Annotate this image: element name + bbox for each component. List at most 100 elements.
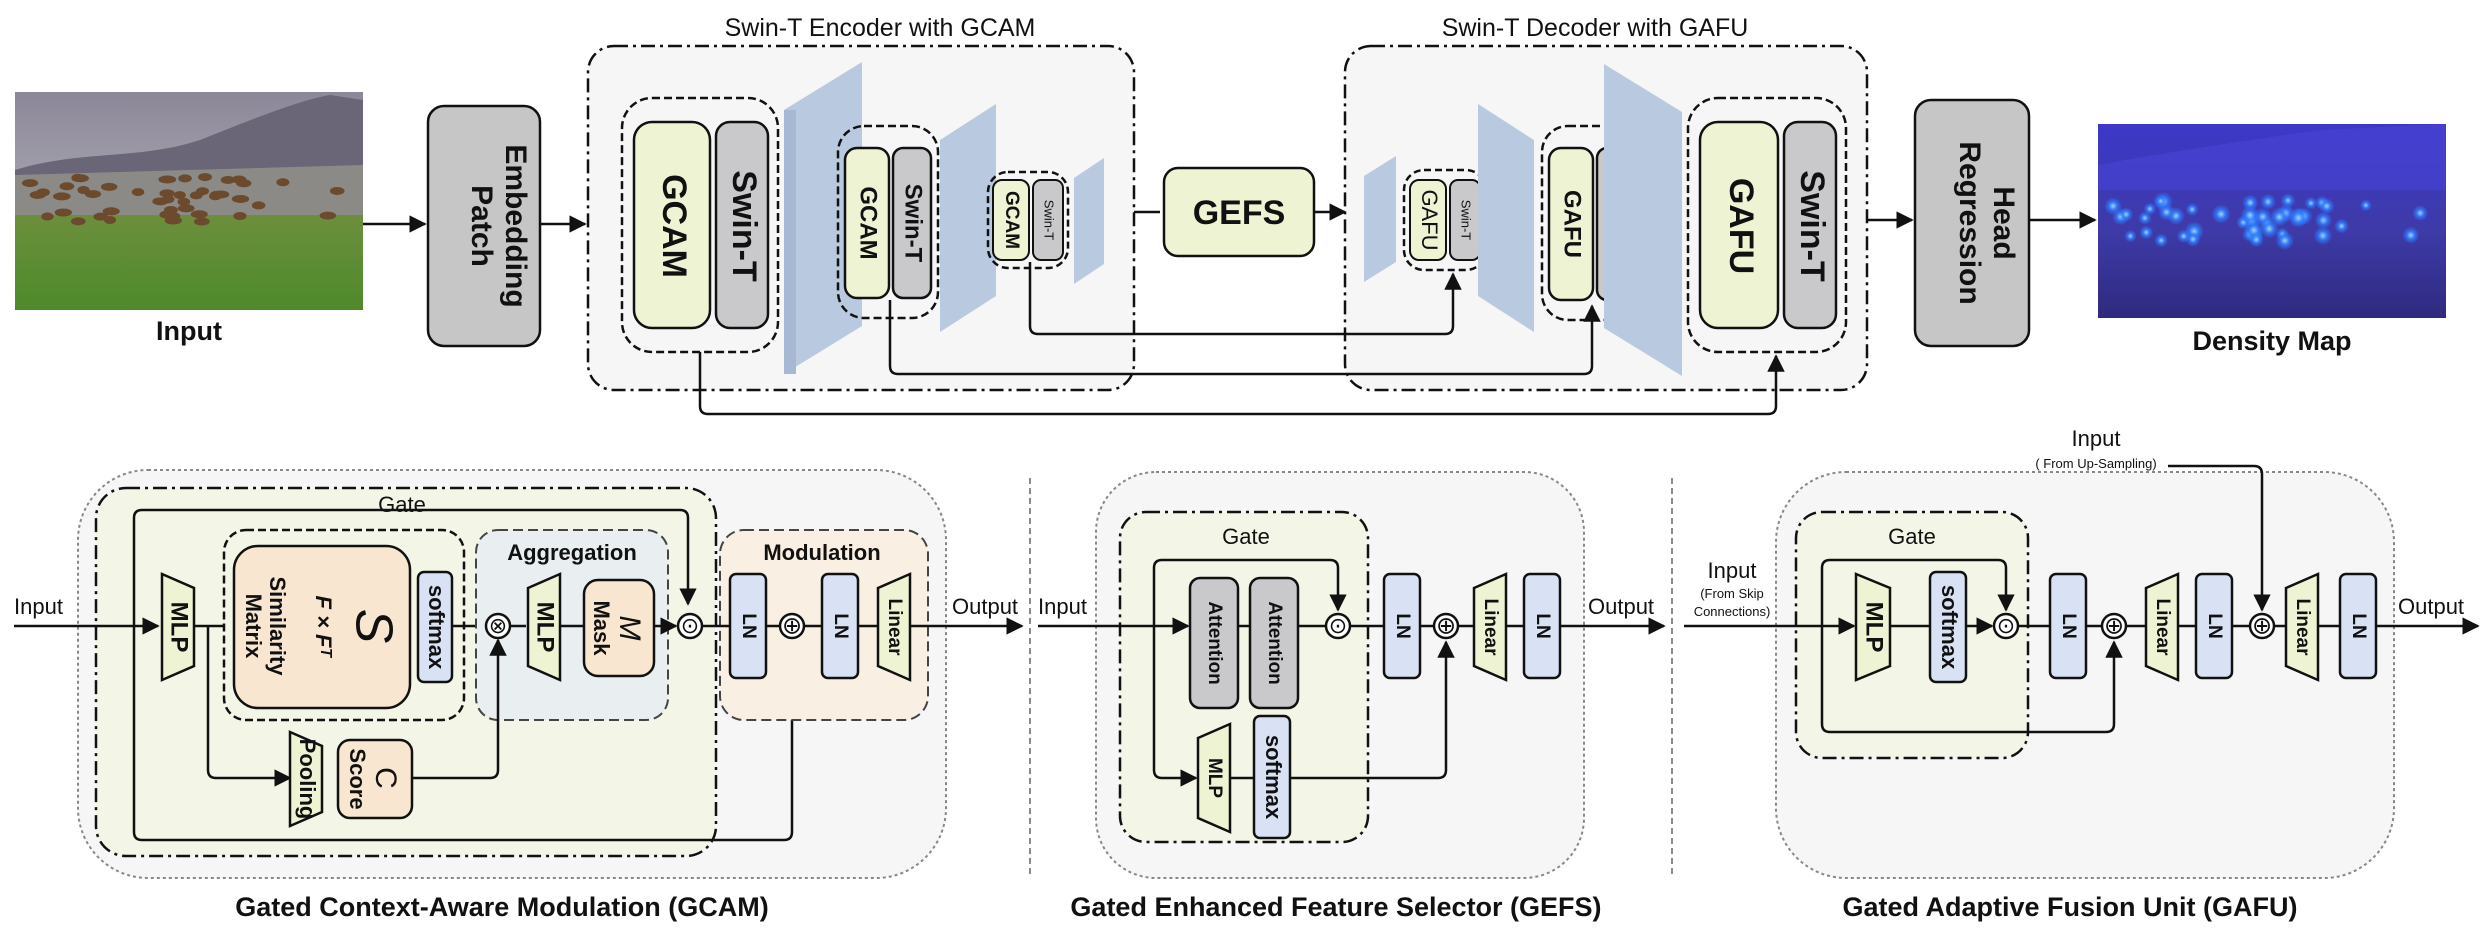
deer-silhouette [102,207,120,216]
decoder-swin-1: Swin-T [1793,170,1831,282]
deer-silhouette [231,194,250,203]
gefs-input-label: Input [1038,594,1087,619]
deer-silhouette [158,175,177,184]
density-hotspot [2318,198,2335,215]
gcam-gate-label: Gate [378,492,426,517]
gefs-attention-2: Attention [1264,601,1285,684]
encoder-panel: Swin-T Encoder with GCAM GCAM Swin-T GCA… [586,14,1136,392]
decoder-swin-3: Swin-T [1459,200,1474,241]
gcam-s-symbol: S [344,609,402,644]
deer-silhouette [52,192,71,201]
gcam-linear: Linear [884,598,905,656]
gefs-mlp: MLP [1204,758,1225,798]
gefs-attention-1: Attention [1204,601,1225,684]
gcam-oplus: ⊕ [782,612,802,639]
density-hotspot [2260,193,2276,210]
deer-silhouette [54,208,72,217]
gefs-output-label: Output [1588,594,1654,619]
density-hotspot [2242,194,2259,211]
gcam-aggregation-label: Aggregation [507,540,637,565]
density-hotspot [2185,231,2201,247]
density-hotspot [2334,218,2350,234]
gcam-otimes: ⊗ [489,613,507,638]
density-hotspot [2412,205,2429,222]
gafu-input-note-2: Connections) [1694,604,1771,619]
deer-silhouette [319,211,337,220]
gcam-output-label: Output [952,594,1018,619]
gcam-ln-2: LN [830,613,851,638]
density-hotspot [2288,207,2309,228]
gafu-softmax: softmax [1937,585,1962,670]
gcam-caption: Gated Context-Aware Modulation (GCAM) [235,892,769,922]
gafu-input-note-1: (From Skip [1700,586,1764,601]
deer-silhouette [41,212,54,221]
gefs-softmax: softmax [1261,735,1286,820]
density-hotspot [2124,229,2137,243]
gcam-mask-symbol: M [613,616,646,641]
deer-silhouette [276,178,290,187]
deer-silhouette [77,185,90,194]
gcam-pooling: Pooling [295,739,320,820]
density-hotspot [2118,207,2134,222]
deer-silhouette [100,182,118,191]
density-hotspot [2185,202,2199,216]
deer-silhouette [173,191,186,200]
density-hotspot [2259,219,2279,239]
gcam-modulation-label: Modulation [763,540,880,565]
density-hotspot [2280,193,2296,209]
gcam-formula: F × Fᵀ [311,595,336,658]
gafu-top-input-note: ( From Up-Sampling) [2035,456,2156,471]
decoder-title: Swin-T Decoder with GAFU [1442,14,1749,42]
gefs-linear: Linear [1480,598,1501,656]
density-hotspot [2402,226,2420,244]
density-hotspot [2240,205,2260,225]
gefs-top-label: GEFS [1193,194,1286,232]
density-hotspot [2143,202,2157,216]
patch-embedding-line1: Patch [465,185,498,267]
deer-silhouette [70,217,86,226]
gafu-odot: ⊙ [1997,613,2015,638]
deer-silhouette [71,173,84,182]
encoder-gcam-1: GCAM [655,174,693,278]
density-map-label: Density Map [2192,326,2351,356]
gcam-similarity-line2: Matrix [241,594,266,660]
gefs-ln-2: LN [1532,613,1553,638]
gafu-oplus-2: ⊕ [2252,612,2272,639]
deer-silhouette [103,215,117,224]
deer-silhouette [131,188,145,197]
deer-silhouette [198,173,212,182]
deer-silhouette [178,174,192,183]
gafu-input-label: Input [1708,558,1757,583]
encoder-swin-1: Swin-T [725,170,763,282]
gafu-top-input-label: Input [2072,426,2121,451]
gcam-odot: ⊙ [681,613,699,638]
gafu-gate-label: Gate [1888,524,1936,549]
decoder-gafu-1: GAFU [1722,178,1760,274]
gcam-c-symbol: C [369,767,402,789]
decoder-gafu-2: GAFU [1559,190,1586,258]
decoder-panel: Swin-T Decoder with GAFU GAFU Swin-T GAF… [1343,14,1869,392]
deer-silhouette [163,205,178,214]
gcam-similarity-line1: Similarity [265,576,290,676]
deer-silhouette [164,216,182,225]
density-hotspot [2313,226,2333,245]
deer-silhouette [177,204,195,213]
gafu-ln-1: LN [2058,613,2079,638]
input-image [15,92,363,310]
gcam-ln-1: LN [738,613,759,638]
input-label: Input [156,316,222,346]
gefs-gate-label: Gate [1222,524,1270,549]
density-hotspot [2154,195,2167,208]
gcam-panel: Gate Input MLP S F × Fᵀ Similarity Matri… [14,469,1024,879]
gefs-odot: ⊙ [1329,613,1347,638]
gafu-output-label: Output [2398,594,2464,619]
gafu-caption: Gated Adaptive Fusion Unit (GAFU) [1843,892,2298,922]
gcam-mlp-2: MLP [532,602,559,653]
gafu-linear-1: Linear [2152,598,2173,656]
density-hotspot [2104,197,2122,215]
gefs-block-top: GEFS [1162,166,1316,258]
density-hotspot [2139,225,2154,240]
deer-silhouette [21,179,39,188]
deer-silhouette [159,189,175,198]
